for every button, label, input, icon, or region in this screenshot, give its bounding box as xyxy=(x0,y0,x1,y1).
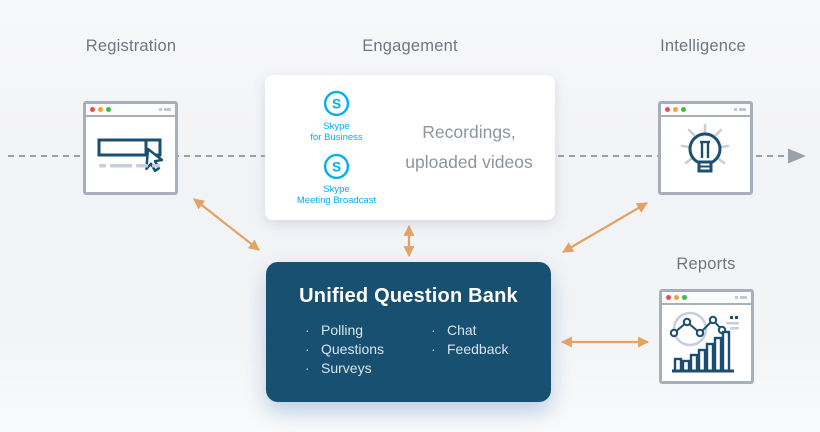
item-label: Questions xyxy=(321,341,385,357)
titlebar-dot-red-icon xyxy=(90,107,95,112)
titlebar-dot-yellow-icon xyxy=(674,295,679,300)
arrow-registration-questionbank xyxy=(193,198,260,251)
flow-arrowhead-icon xyxy=(788,148,806,164)
window-titlebar xyxy=(661,104,750,117)
skype-meeting-broadcast-logo: S Skype Meeting Broadcast xyxy=(297,151,376,206)
window-titlebar xyxy=(86,104,175,117)
engagement-description-line1: Recordings, xyxy=(422,122,516,142)
caption-line: Skype xyxy=(323,121,350,132)
item-label: Feedback xyxy=(447,341,509,357)
bullet-icon: · xyxy=(305,360,310,376)
reports-window-body xyxy=(662,305,751,381)
engagement-card: S Skype for Business S Skype Meeting Bro… xyxy=(265,75,555,220)
question-bank-item: · Surveys xyxy=(305,359,431,378)
titlebar-dot-red-icon xyxy=(665,107,670,112)
caption-line: Meeting Broadcast xyxy=(296,195,377,206)
window-controls-icon xyxy=(735,296,747,299)
question-bank-item: · Questions xyxy=(305,340,431,359)
bullet-icon: · xyxy=(305,341,310,357)
titlebar-dot-yellow-icon xyxy=(673,107,678,112)
skype-for-business-logo: S Skype for Business xyxy=(310,88,363,143)
titlebar-dot-green-icon xyxy=(681,107,686,112)
skype-meeting-broadcast-caption: Skype Meeting Broadcast xyxy=(297,184,376,206)
engagement-description-line2: uploaded videos xyxy=(405,152,533,172)
lightbulb-icon xyxy=(680,123,730,173)
engagement-description: Recordings, uploaded videos xyxy=(393,75,545,220)
skype-logo-icon: S xyxy=(323,153,350,180)
registration-form-icon xyxy=(97,138,164,173)
question-bank-list-right: · Chat · Feedback xyxy=(431,321,508,378)
registration-window xyxy=(83,101,178,195)
item-label: Chat xyxy=(447,322,477,338)
question-bank-list-left: · Polling · Questions · Surveys xyxy=(305,321,431,378)
window-titlebar xyxy=(662,292,751,305)
analytics-chart-icon xyxy=(669,311,739,373)
stage-label-registration: Registration xyxy=(85,37,177,55)
window-controls-icon xyxy=(159,108,171,111)
stage-label-reports: Reports xyxy=(676,255,736,273)
caption-line: Skype xyxy=(323,184,350,195)
intelligence-window-body xyxy=(661,117,750,192)
bullet-icon: · xyxy=(431,322,436,338)
item-label: Surveys xyxy=(321,360,372,376)
question-bank-item: · Polling xyxy=(305,321,431,340)
registration-window-body xyxy=(86,117,175,192)
question-bank-panel: Unified Question Bank · Polling · Questi… xyxy=(266,262,551,402)
stage-label-engagement: Engagement xyxy=(362,37,458,55)
bullet-icon: · xyxy=(305,322,310,338)
question-bank-item: · Feedback xyxy=(431,340,508,359)
item-label: Polling xyxy=(321,322,364,338)
stage-label-intelligence: Intelligence xyxy=(660,37,746,55)
window-controls-icon xyxy=(734,108,746,111)
reports-window xyxy=(659,289,754,384)
skype-for-business-caption: Skype for Business xyxy=(310,121,362,143)
skype-letter: S xyxy=(332,160,341,175)
question-bank-lists: · Polling · Questions · Surveys · Chat ·… xyxy=(305,321,551,378)
titlebar-dot-yellow-icon xyxy=(98,107,103,112)
question-bank-item: · Chat xyxy=(431,321,508,340)
question-bank-title: Unified Question Bank xyxy=(299,285,518,307)
titlebar-dot-green-icon xyxy=(106,107,111,112)
skype-logo-icon: S xyxy=(323,90,350,117)
bullet-icon: · xyxy=(431,341,436,357)
arrow-intelligence-questionbank xyxy=(562,202,648,253)
skype-letter: S xyxy=(332,97,341,112)
titlebar-dot-red-icon xyxy=(666,295,671,300)
skype-logos-column: S Skype for Business S Skype Meeting Bro… xyxy=(289,88,384,206)
caption-line: for Business xyxy=(310,132,363,143)
intelligence-window xyxy=(658,101,753,195)
titlebar-dot-green-icon xyxy=(682,295,687,300)
